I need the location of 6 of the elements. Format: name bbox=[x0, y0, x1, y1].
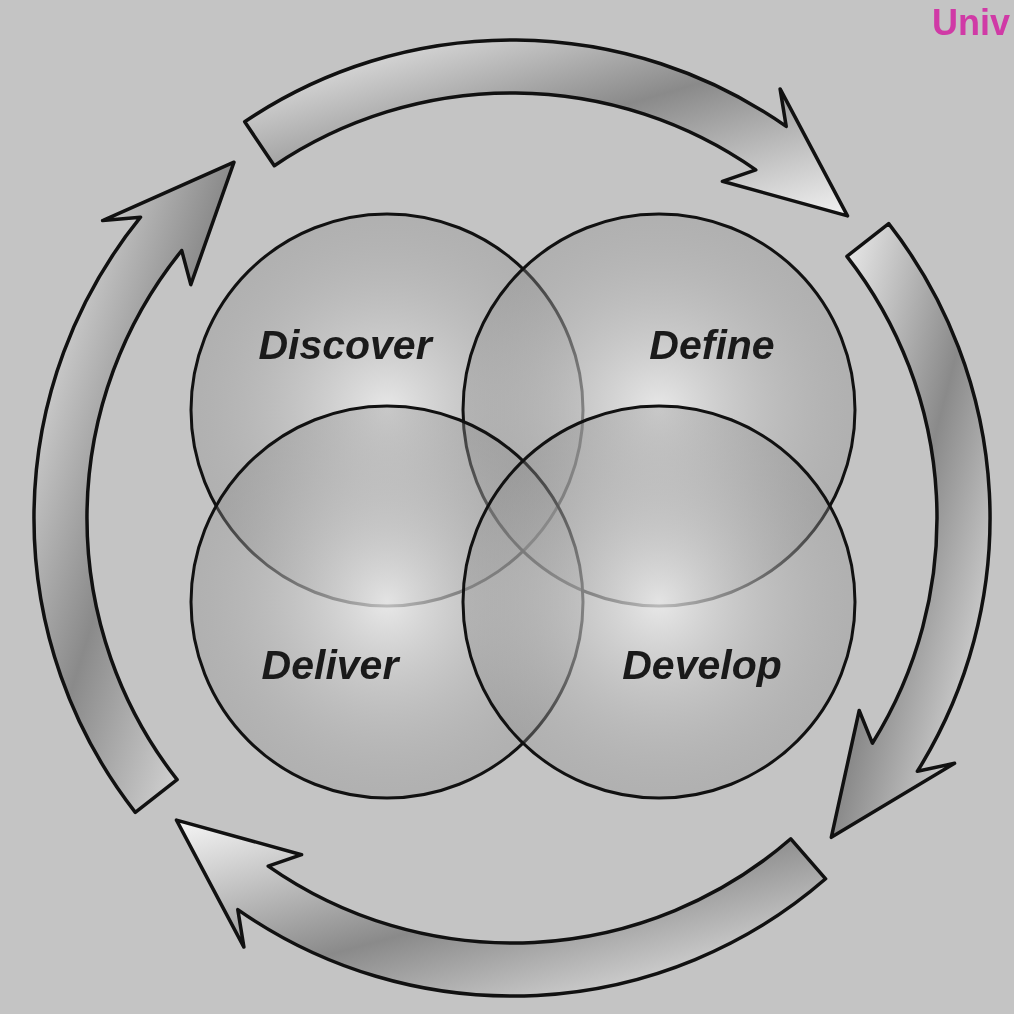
stage-label: Deliver bbox=[261, 641, 399, 689]
venn-circle bbox=[461, 404, 857, 800]
stage-label: Develop bbox=[622, 641, 782, 689]
stage-label: Discover bbox=[258, 321, 432, 369]
header-text: Univ bbox=[932, 2, 1010, 44]
stage-label: Define bbox=[649, 321, 775, 369]
